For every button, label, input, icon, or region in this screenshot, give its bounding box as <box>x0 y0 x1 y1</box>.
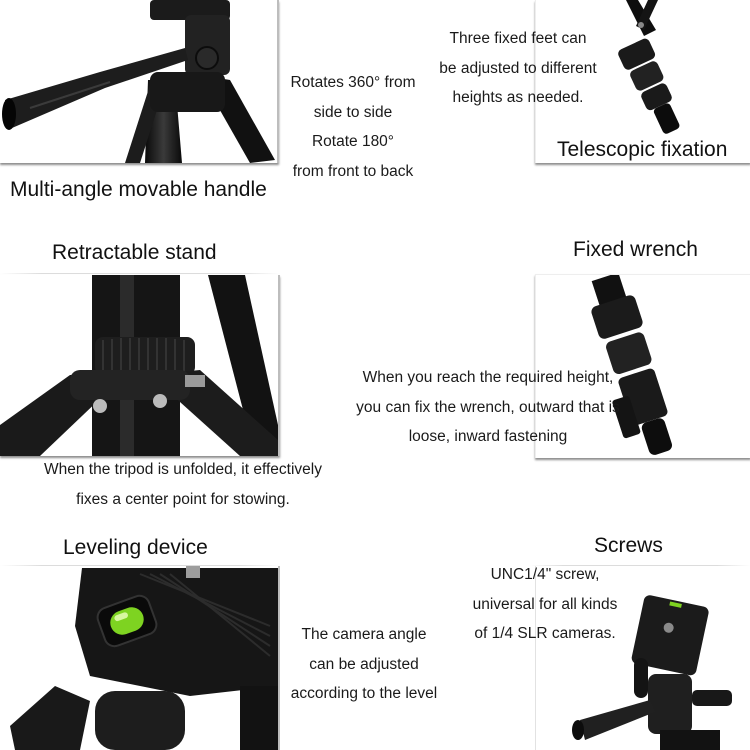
bubble-level-icon <box>10 566 278 750</box>
leveling-photo <box>0 566 280 750</box>
leveling-description: The camera angle can be adjusted accordi… <box>290 626 438 702</box>
screws-photo <box>560 590 750 750</box>
tripod-head-icon <box>572 595 732 750</box>
tripod-flip-lock-icon <box>591 275 673 455</box>
tripod-leg-icon <box>618 0 680 134</box>
wrench-title: Fixed wrench <box>573 238 698 261</box>
divider <box>530 565 750 566</box>
retractable-description: When the tripod is unfolded, it effectiv… <box>43 461 322 508</box>
divider <box>535 566 536 750</box>
retractable-photo <box>0 275 280 456</box>
screws-title: Screws <box>594 534 663 557</box>
wrench-description: When you reach the required height, you … <box>356 369 620 445</box>
wrench-photo <box>535 274 750 458</box>
divider <box>0 273 280 274</box>
retractable-title: Retractable stand <box>52 241 217 264</box>
handle-title: Multi-angle movable handle <box>10 178 267 201</box>
telescopic-title: Telescopic fixation <box>557 138 728 161</box>
handle-description: Rotates 360° from side to side Rotate 18… <box>290 74 416 180</box>
tripod-center-brace-icon <box>0 275 278 456</box>
handle-photo <box>0 0 279 163</box>
screws-description: UNC1/4" screw, universal for all kinds o… <box>472 566 618 642</box>
telescopic-description: Three fixed feet can be adjusted to diff… <box>439 30 597 106</box>
telescopic-photo <box>535 0 750 163</box>
leveling-title: Leveling device <box>63 536 208 559</box>
divider <box>0 565 280 566</box>
tripod-handle-icon <box>2 0 275 163</box>
